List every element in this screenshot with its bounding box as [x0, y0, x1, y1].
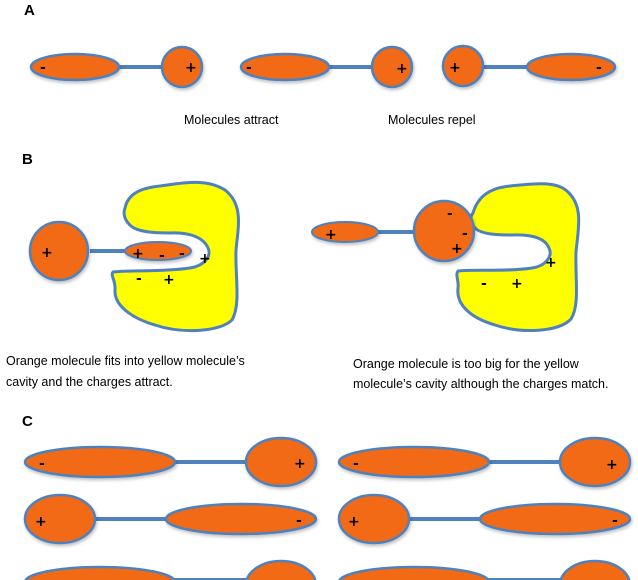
yellow-host-molecule	[455, 182, 581, 333]
chain-row1-left: - +	[23, 436, 318, 488]
plus-charge: +	[606, 457, 618, 473]
round-molecule	[245, 559, 317, 580]
elongated-molecule	[164, 502, 318, 536]
section-label-b: B	[22, 151, 33, 168]
elongated-molecule	[29, 52, 121, 82]
minus-charge: -	[39, 456, 45, 472]
chain-row3-right	[338, 559, 631, 580]
section-label-c: C	[22, 413, 33, 430]
plus-charge: +	[199, 251, 211, 267]
chain-row2-left: + -	[23, 493, 318, 545]
minus-charge: -	[596, 60, 602, 76]
round-molecule	[559, 559, 631, 580]
caption-molecules-repel: Molecules repel	[388, 113, 476, 127]
plus-charge: +	[396, 61, 408, 77]
minus-charge: -	[296, 513, 302, 529]
caption-too-big-line1: Orange molecule is too big for the yello…	[353, 357, 579, 371]
plus-charge: +	[41, 245, 53, 261]
caption-fit-line2: cavity and the charges attract.	[6, 375, 173, 389]
pair-repel-2: + -	[441, 44, 617, 88]
plus-charge: +	[294, 456, 306, 472]
caption-molecules-attract: Molecules attract	[184, 113, 279, 127]
plus-charge: +	[163, 272, 175, 288]
plus-charge: +	[449, 60, 461, 76]
pair-attract: - +	[29, 45, 204, 89]
elongated-molecule	[24, 565, 176, 580]
plus-charge: +	[35, 514, 47, 530]
round-molecule	[412, 199, 476, 263]
plus-charge: +	[348, 514, 360, 530]
plus-charge: +	[511, 276, 523, 292]
round-molecule	[23, 493, 97, 545]
round-molecule	[160, 45, 204, 89]
caption-fit-line1: Orange molecule fits into yellow molecul…	[6, 354, 245, 368]
minus-charge: -	[353, 456, 359, 472]
elongated-molecule	[478, 502, 632, 536]
plus-charge: +	[325, 227, 337, 243]
round-molecule	[558, 436, 632, 488]
round-molecule	[28, 220, 90, 282]
elongated-molecule	[311, 221, 379, 243]
round-molecule	[441, 44, 485, 88]
minus-charge: -	[612, 513, 618, 529]
elongated-molecule	[338, 565, 490, 580]
chain-row1-right: - +	[337, 436, 632, 488]
plus-charge: +	[185, 60, 197, 76]
minus-charge: -	[246, 60, 252, 76]
section-label-a: A	[24, 2, 35, 19]
elongated-molecule	[239, 52, 331, 82]
pair-repel-1: - +	[239, 45, 414, 89]
minus-charge: -	[179, 246, 185, 262]
binding-fit-example: + + - - + - +	[28, 180, 240, 333]
minus-charge: -	[447, 206, 453, 222]
elongated-molecule	[337, 445, 491, 479]
plus-charge: +	[451, 241, 463, 257]
caption-too-big-line2: molecule’s cavity although the charges m…	[353, 377, 609, 391]
minus-charge: -	[159, 248, 165, 264]
chain-row2-right: + -	[337, 493, 632, 545]
elongated-molecule	[124, 241, 192, 261]
elongated-molecule	[525, 52, 617, 82]
yellow-host-molecule	[110, 180, 240, 333]
chain-row3-left	[24, 559, 317, 580]
minus-charge: -	[40, 60, 46, 76]
round-molecule	[370, 45, 414, 89]
elongated-molecule	[23, 445, 177, 479]
binding-too-big-example: + - - + + - +	[311, 182, 581, 333]
minus-charge: -	[136, 271, 142, 287]
minus-charge: -	[481, 276, 487, 292]
round-molecule	[244, 436, 318, 488]
minus-charge: -	[462, 226, 468, 242]
plus-charge: +	[545, 255, 557, 271]
plus-charge: +	[132, 246, 144, 262]
round-molecule	[337, 493, 411, 545]
